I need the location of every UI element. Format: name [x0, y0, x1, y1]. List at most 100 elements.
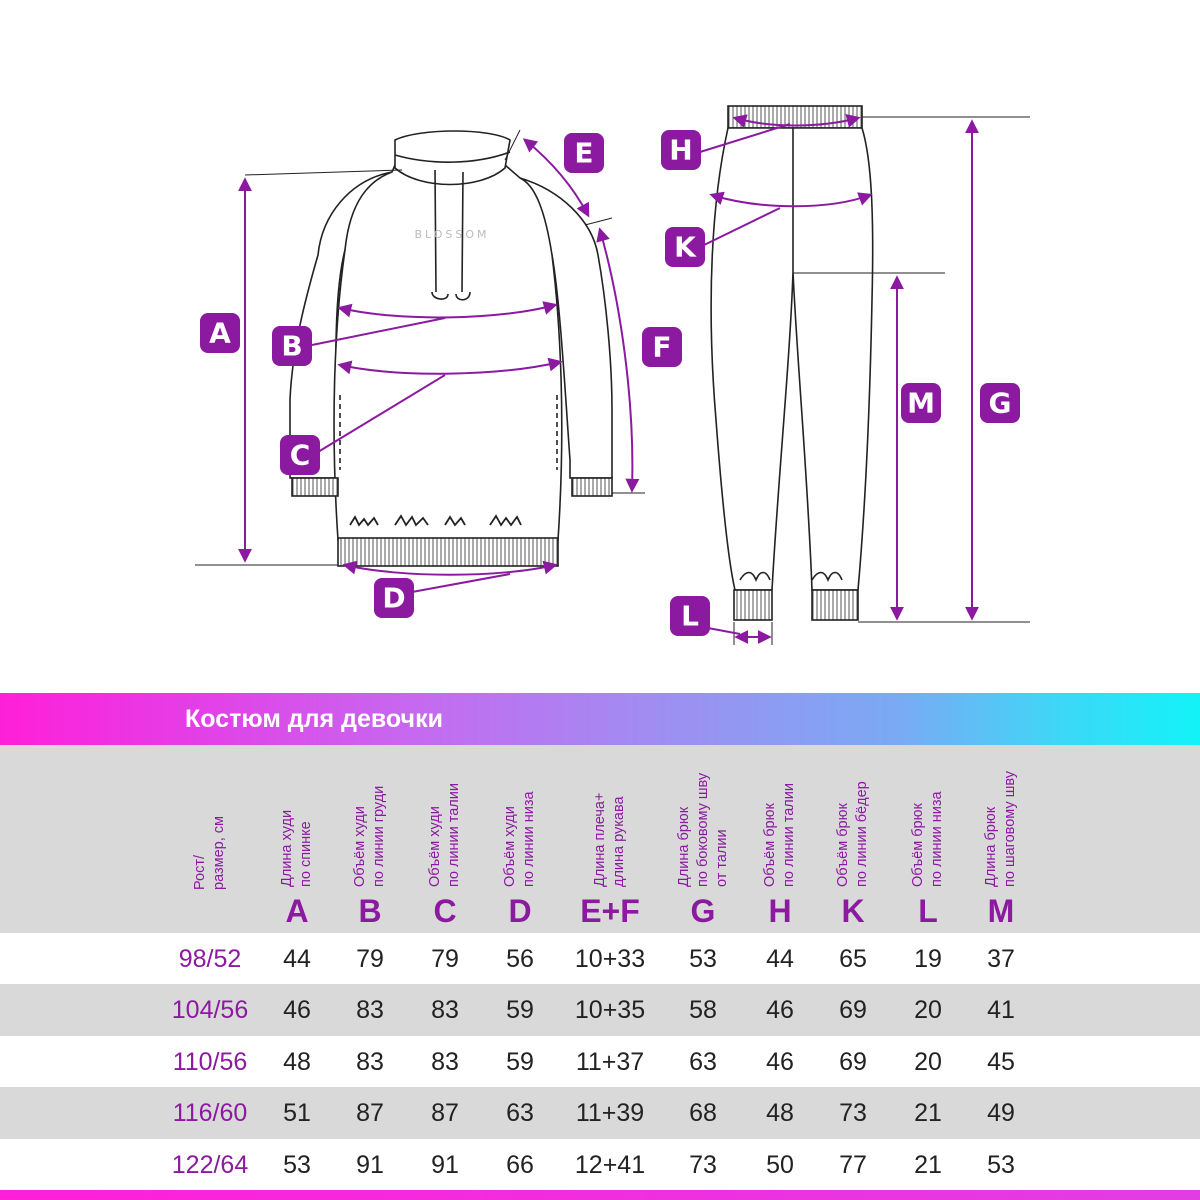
- value-cell: 56: [506, 945, 534, 973]
- value-cell: 69: [839, 1047, 867, 1076]
- value-cell: 20: [914, 996, 942, 1025]
- value-cell: 58: [689, 996, 717, 1025]
- value-cell: 20: [914, 1047, 942, 1076]
- value-cell: 21: [914, 1150, 942, 1179]
- column-header-label: Рост/ размер, см: [192, 816, 227, 890]
- table-row: 116/60 51 87 87 63 11+39 68 48 73 21 49: [0, 1087, 1200, 1140]
- value-cell: 73: [839, 1099, 867, 1128]
- value-cell: 44: [766, 945, 794, 973]
- value-cell: 91: [356, 1150, 384, 1179]
- column-header-label: Длина худи по спинке: [279, 809, 314, 887]
- svg-text:B: B: [281, 330, 302, 363]
- hoodie-drawing: [289, 130, 613, 567]
- value-cell: 69: [839, 996, 867, 1025]
- column-header-letter: D: [508, 893, 532, 929]
- column-header-label: Объём брюк по линии бёдер: [835, 781, 870, 887]
- value-cell: 11+37: [575, 1047, 645, 1076]
- value-cell: 59: [506, 996, 534, 1025]
- value-cell: 10+35: [574, 996, 646, 1025]
- svg-text:E: E: [574, 137, 593, 170]
- value-cell: 79: [356, 945, 384, 973]
- svg-text:F: F: [652, 331, 671, 364]
- column-header-label: Объём худи по линии низа: [502, 791, 537, 887]
- hoodie-print-text: BLOSSOM: [414, 228, 489, 241]
- value-cell: 63: [689, 1047, 717, 1076]
- badge-E: E: [564, 133, 604, 173]
- badge-M: M: [901, 383, 941, 423]
- badge-C: C: [280, 435, 320, 475]
- column-header-label: Объём брюк по линии низа: [910, 791, 945, 887]
- table-title: Костюм для девочки: [185, 705, 443, 733]
- column-header-letter: L: [918, 893, 938, 929]
- column-header-label: Объём худи по линии груди: [352, 785, 387, 887]
- value-cell: 83: [431, 1047, 459, 1076]
- value-cell: 91: [431, 1150, 459, 1179]
- column-header-letter: M: [987, 893, 1015, 929]
- value-cell: 83: [431, 996, 459, 1025]
- value-cell: 10+33: [574, 945, 646, 973]
- value-cell: 63: [506, 1099, 534, 1128]
- table-title-banner: Костюм для девочки: [0, 693, 1200, 745]
- column-header-label: Длина брюк по боковому шву от талии: [675, 772, 730, 887]
- value-cell: 49: [987, 1099, 1015, 1128]
- value-cell: 48: [283, 1047, 311, 1076]
- value-cell: 87: [356, 1099, 384, 1128]
- value-cell: 44: [283, 945, 311, 973]
- value-cell: 83: [356, 996, 384, 1025]
- value-cell: 45: [987, 1047, 1015, 1076]
- value-cell: 37: [987, 945, 1015, 973]
- column-header-letter: E+F: [580, 893, 640, 929]
- svg-text:M: M: [907, 387, 935, 420]
- value-cell: 12+41: [574, 1150, 646, 1179]
- column-header-label: Длина брюк по шаговому шву: [983, 771, 1018, 887]
- column-header-label: Объём брюк по линии талии: [762, 783, 797, 887]
- value-cell: 73: [689, 1150, 717, 1179]
- svg-text:K: K: [674, 231, 697, 264]
- size-cell: 122/64: [171, 1150, 249, 1179]
- badge-K: K: [665, 227, 705, 267]
- column-header-letter: K: [841, 893, 865, 929]
- value-cell: 77: [839, 1150, 867, 1179]
- value-cell: 19: [914, 945, 942, 973]
- size-cell: 98/52: [178, 945, 242, 973]
- value-cell: 46: [766, 1047, 794, 1076]
- value-cell: 65: [839, 945, 867, 973]
- value-cell: 68: [689, 1099, 717, 1128]
- value-cell: 48: [766, 1099, 794, 1128]
- column-header-letter: G: [690, 893, 716, 929]
- badge-B: B: [272, 326, 312, 366]
- size-cell: 110/56: [172, 1047, 248, 1076]
- value-cell: 11+39: [575, 1099, 645, 1128]
- value-cell: 21: [914, 1099, 942, 1128]
- bottom-accent-stripe: [0, 1190, 1200, 1200]
- column-header-label: Объём худи по линии талии: [427, 783, 462, 887]
- badge-H: H: [661, 130, 701, 170]
- badge-F: F: [642, 327, 682, 367]
- value-cell: 83: [356, 1047, 384, 1076]
- badge-L: L: [670, 596, 710, 636]
- value-cell: 53: [689, 945, 717, 973]
- size-cell: 104/56: [171, 996, 249, 1025]
- size-cell: 116/60: [172, 1099, 248, 1128]
- badge-D: D: [374, 578, 414, 618]
- svg-text:H: H: [669, 134, 692, 167]
- garment-measurement-diagram: BLOSSOM: [195, 105, 1030, 645]
- value-cell: 51: [283, 1099, 311, 1128]
- measurement-lines: [195, 114, 1030, 645]
- column-header-letter: A: [285, 893, 309, 929]
- value-cell: 66: [506, 1150, 534, 1179]
- badge-A: A: [200, 313, 240, 353]
- badge-G: G: [980, 383, 1020, 423]
- value-cell: 41: [987, 996, 1015, 1025]
- value-cell: 46: [283, 996, 311, 1025]
- svg-text:D: D: [382, 582, 405, 615]
- value-cell: 50: [766, 1150, 794, 1179]
- value-cell: 87: [431, 1099, 459, 1128]
- svg-text:C: C: [290, 439, 311, 472]
- value-cell: 53: [283, 1150, 311, 1179]
